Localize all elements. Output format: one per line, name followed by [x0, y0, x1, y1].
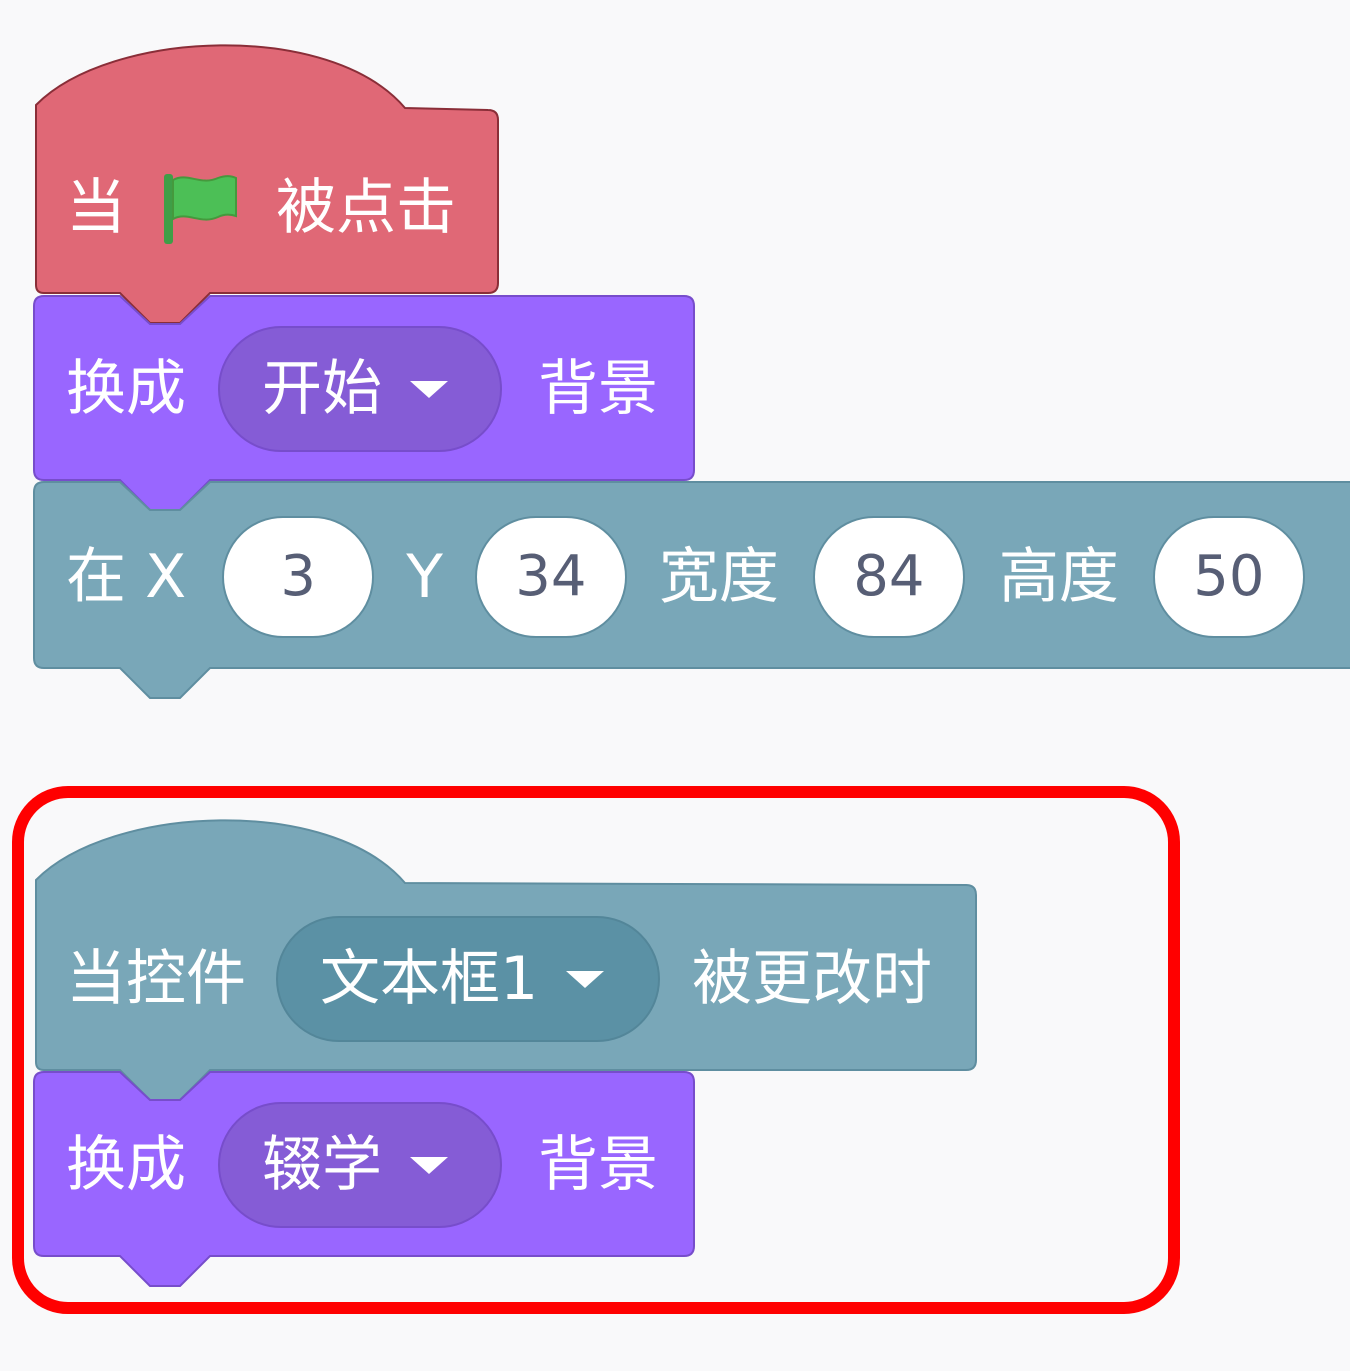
chevron-down-icon: [566, 970, 605, 988]
widget-dropdown[interactable]: 文本框1: [276, 916, 660, 1042]
hat2-prefix-label: 当控件: [66, 944, 246, 1014]
widget-dropdown-value: 文本框1: [320, 944, 539, 1014]
hat-suffix-label: 被点击: [276, 173, 456, 243]
backdrop-dropdown-value: 开始: [262, 354, 382, 424]
width-input[interactable]: 84: [812, 516, 965, 638]
height-input[interactable]: 50: [1152, 516, 1305, 638]
backdrop-dropdown-2-value: 辍学: [262, 1130, 382, 1200]
switch-suffix: 背景: [538, 354, 658, 424]
green-flag-icon: [160, 170, 240, 246]
position-prefix-label: 在 X: [66, 542, 187, 612]
backdrop-dropdown-2[interactable]: 辍学: [218, 1102, 502, 1228]
x-input[interactable]: 3: [222, 516, 375, 638]
switch-label: 换成: [66, 354, 186, 424]
chevron-down-icon: [410, 380, 448, 398]
height-label: 高度: [998, 542, 1119, 612]
y-label: Y: [406, 542, 443, 612]
width-label: 宽度: [658, 542, 779, 612]
y-input[interactable]: 34: [474, 516, 627, 638]
chevron-down-icon: [410, 1156, 448, 1174]
highlight-frame: [12, 786, 1180, 1314]
switch2-suffix: 背景: [538, 1130, 658, 1200]
hat2-suffix-label: 被更改时: [692, 944, 932, 1014]
switch2-label: 换成: [66, 1130, 186, 1200]
backdrop-dropdown[interactable]: 开始: [218, 326, 502, 452]
hat-prefix-label: 当: [66, 173, 126, 243]
